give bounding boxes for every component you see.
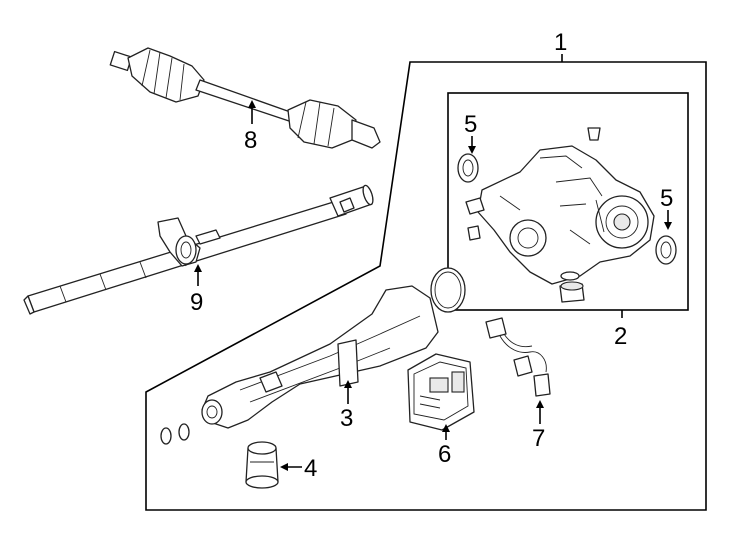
rear-differential-assembly <box>465 127 655 303</box>
mount-bushing <box>245 441 279 489</box>
axle-seal-right <box>655 235 677 265</box>
axle-seal-left <box>457 153 479 183</box>
o-ring <box>430 267 466 313</box>
callout-3: 3 <box>340 405 353 432</box>
differential-box-outline <box>447 92 689 311</box>
callout-1: 1 <box>554 29 567 56</box>
differential-housing <box>201 285 439 429</box>
callout-9: 9 <box>190 289 203 316</box>
callout-6: 6 <box>438 441 451 468</box>
callout-8: 8 <box>244 127 257 154</box>
wiring-harness <box>485 317 551 397</box>
control-module <box>407 353 475 431</box>
front-axle-shaft <box>109 47 381 149</box>
drive-shaft-support-bracket <box>157 217 221 267</box>
callout-5-right: 5 <box>660 185 673 212</box>
callout-7: 7 <box>532 425 545 452</box>
washers <box>160 423 190 445</box>
leader-lines <box>194 54 672 471</box>
callout-4: 4 <box>304 455 317 482</box>
assembly-outline <box>145 61 707 511</box>
callout-5-left: 5 <box>464 111 477 138</box>
callout-2: 2 <box>614 323 627 350</box>
